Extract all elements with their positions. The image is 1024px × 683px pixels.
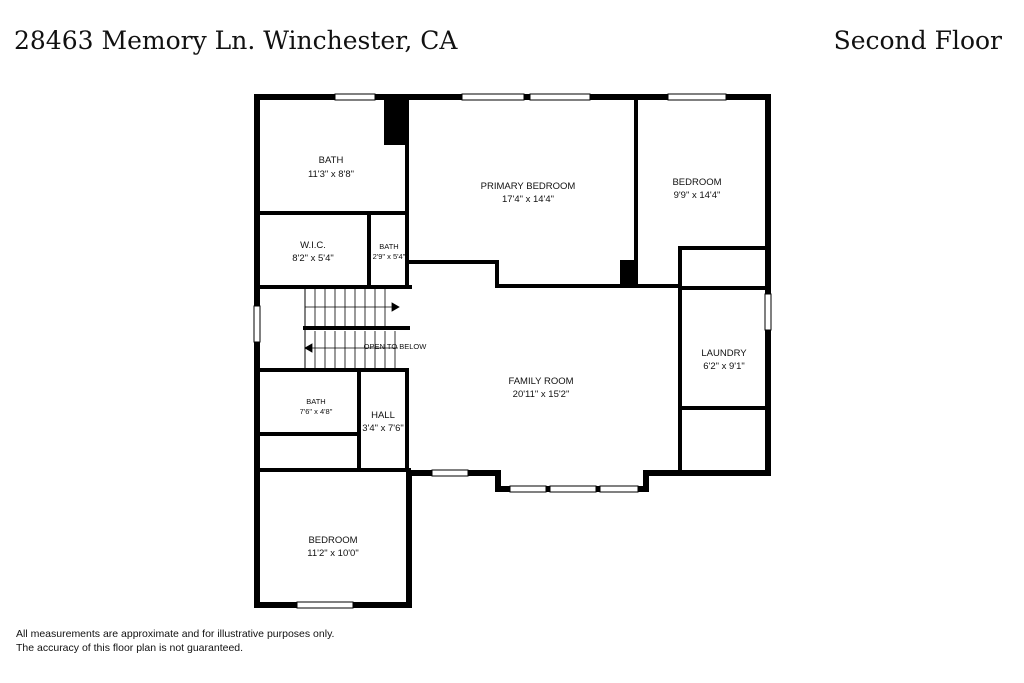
disclaimer-line-1: All measurements are approximate and for… bbox=[16, 628, 335, 640]
room-dims-family-room: 20'11" x 15'2" bbox=[513, 389, 570, 400]
window bbox=[253, 305, 261, 343]
window bbox=[549, 485, 597, 493]
window bbox=[461, 93, 525, 101]
room-name-bedroom-bottom: BEDROOM bbox=[308, 535, 357, 546]
window bbox=[431, 469, 469, 477]
room-name-wic: W.I.C. bbox=[300, 240, 326, 251]
property-address: 28463 Memory Ln. Winchester, CA bbox=[14, 26, 458, 55]
chimney-block bbox=[384, 97, 407, 145]
room-name-bedroom-right: BEDROOM bbox=[672, 177, 721, 188]
floor-label: Second Floor bbox=[833, 26, 1002, 55]
windows bbox=[253, 93, 772, 609]
room-dims-bath-small: 2'9" x 5'4" bbox=[373, 252, 406, 261]
window bbox=[334, 93, 376, 101]
room-name-family-room: FAMILY ROOM bbox=[508, 376, 573, 387]
exterior-wall bbox=[254, 94, 771, 608]
room-dims-bedroom-bottom: 11'2" x 10'0" bbox=[307, 548, 358, 559]
window bbox=[764, 293, 772, 331]
window bbox=[509, 485, 547, 493]
room-dims-primary-bedroom: 17'4" x 14'4" bbox=[502, 194, 554, 205]
room-dims-laundry: 6'2" x 9'1" bbox=[703, 361, 745, 372]
column-block bbox=[620, 260, 636, 286]
stair-treads bbox=[304, 289, 400, 368]
room-dims-bedroom-right: 9'9" x 14'4" bbox=[674, 190, 721, 201]
window bbox=[296, 601, 354, 609]
room-name-primary-bedroom: PRIMARY BEDROOM bbox=[481, 181, 576, 192]
window bbox=[599, 485, 639, 493]
window bbox=[529, 93, 591, 101]
room-dims-wic: 8'2" x 5'4" bbox=[292, 253, 334, 264]
wall-primary-bottom bbox=[408, 95, 638, 288]
room-name-bath-small: BATH bbox=[379, 242, 398, 251]
disclaimer-line-2: The accuracy of this floor plan is not g… bbox=[16, 642, 244, 654]
room-dims-bath-master: 11'3" x 8'8" bbox=[308, 169, 354, 180]
room-name-bath-master: BATH bbox=[319, 155, 344, 166]
room-name-bath-hall: BATH bbox=[306, 397, 325, 406]
room-dims-bath-hall: 7'6" x 4'8" bbox=[300, 407, 333, 416]
window bbox=[667, 93, 727, 101]
room-name-laundry: LAUNDRY bbox=[701, 348, 747, 359]
room-dims-hall: 3'4" x 7'6" bbox=[362, 423, 404, 434]
room-name-hall: HALL bbox=[371, 410, 395, 421]
open-to-below-label: OPEN TO BELOW bbox=[364, 342, 428, 351]
